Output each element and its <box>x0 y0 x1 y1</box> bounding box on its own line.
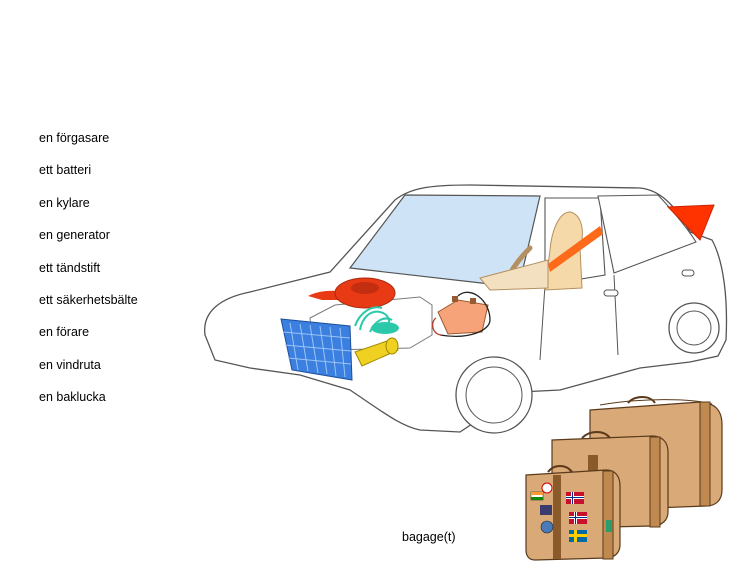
battery <box>431 291 491 337</box>
word-driver: en förare <box>39 325 90 340</box>
spark-plug-wires <box>354 306 399 334</box>
luggage-caption: bagage(t) <box>402 530 456 544</box>
carburetor <box>308 277 396 309</box>
generator <box>354 337 399 367</box>
door-line <box>539 274 619 361</box>
door-handle-rear <box>681 269 695 277</box>
word-seatbelt: ett säkerhetsbälte <box>39 292 138 307</box>
seatbelt <box>548 226 603 272</box>
word-radiator: en kylare <box>39 195 90 210</box>
trunk-lid <box>666 204 715 241</box>
door-handle <box>603 289 619 297</box>
vocabulary-list: en förgasare ett batteri en kylare en ge… <box>39 130 138 422</box>
front-wheel <box>455 356 533 434</box>
rear-side-window <box>597 194 697 274</box>
luggage-stack <box>525 396 723 561</box>
word-carburetor: en förgasare <box>39 131 110 145</box>
suitcase-small <box>525 465 621 561</box>
luggage-stickers <box>530 482 612 542</box>
radiator <box>280 318 353 381</box>
word-trunk-lid: en baklucka <box>39 390 106 405</box>
rear-wheel <box>668 302 720 354</box>
word-windshield: en vindruta <box>39 357 101 372</box>
word-spark-plug: ett tändstift <box>39 260 101 275</box>
word-generator: en generator <box>39 228 110 243</box>
word-battery: ett batteri <box>39 163 92 178</box>
dashboard <box>479 259 549 291</box>
